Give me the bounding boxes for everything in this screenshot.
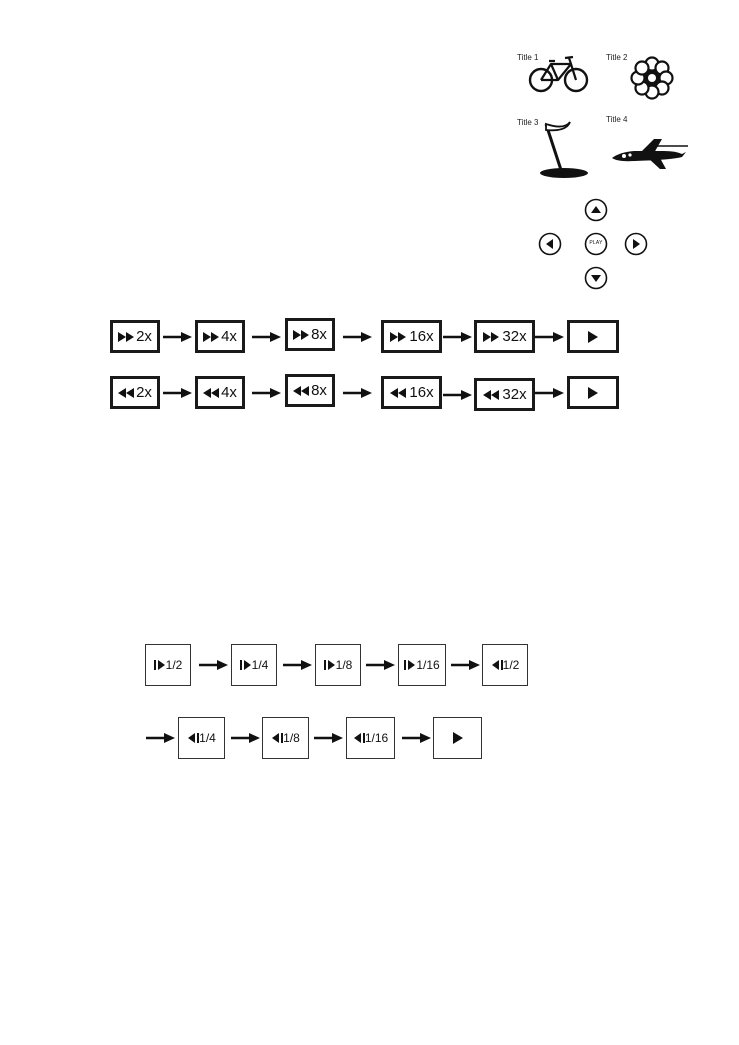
ff-speed-label: 8x [311, 326, 327, 343]
play-button-label: PLAY [584, 240, 608, 246]
fr-2x-box: 2x [110, 376, 160, 409]
slow-rev-1-8-box: 1/8 [262, 717, 309, 759]
slow-speed-label: 1/8 [336, 658, 353, 672]
slow-forward-icon [240, 659, 252, 671]
ff-speed-label: 32x [502, 328, 526, 345]
slow-play-box [433, 717, 482, 759]
ff-32x-box: 32x [474, 320, 535, 353]
arrow-right-icon [343, 331, 373, 343]
ff-8x-box: 8x [285, 318, 335, 351]
arrow-right-icon [314, 732, 344, 744]
flag-icon [536, 118, 592, 180]
slow-fwd-1-2-box: 1/2 [145, 644, 191, 686]
slow-fwd-1-4-box: 1/4 [231, 644, 277, 686]
slow-forward-icon [324, 659, 336, 671]
slow-rev-1-2-box: 1/2 [482, 644, 528, 686]
right-button[interactable] [624, 232, 648, 256]
slow-forward-icon [154, 659, 166, 671]
fr-speed-label: 4x [221, 384, 237, 401]
fr-speed-label: 8x [311, 382, 327, 399]
fr-speed-label: 16x [409, 384, 433, 401]
slow-reverse-icon [187, 732, 199, 744]
play-icon [452, 732, 464, 744]
ff-play-box [567, 320, 619, 353]
left-button[interactable] [538, 232, 562, 256]
fast-reverse-icon [118, 388, 136, 398]
slow-fwd-1-16-box: 1/16 [398, 644, 446, 686]
play-icon [587, 331, 599, 343]
arrow-right-icon [163, 331, 193, 343]
fr-32x-box: 32x [474, 378, 535, 411]
arrow-right-icon [163, 387, 193, 399]
arrow-right-icon [443, 389, 473, 401]
fast-reverse-icon [293, 386, 311, 396]
arrow-right-icon [252, 387, 282, 399]
title-2-label: Title 2 [606, 53, 628, 62]
airplane-icon [610, 138, 688, 170]
arrow-right-icon [535, 387, 565, 399]
arrow-right-icon [146, 732, 176, 744]
ff-speed-label: 4x [221, 328, 237, 345]
play-icon [587, 387, 599, 399]
arrow-right-icon [252, 331, 282, 343]
arrow-right-icon [231, 732, 261, 744]
fast-forward-icon [203, 332, 221, 342]
up-button[interactable] [584, 198, 608, 222]
fr-play-box [567, 376, 619, 409]
fr-8x-box: 8x [285, 374, 335, 407]
ff-speed-label: 16x [409, 328, 433, 345]
bicycle-icon [527, 52, 591, 94]
slow-rev-1-16-box: 1/16 [346, 717, 395, 759]
arrow-right-icon [366, 659, 396, 671]
fr-4x-box: 4x [195, 376, 245, 409]
fast-reverse-icon [389, 388, 409, 398]
fr-speed-label: 32x [502, 386, 526, 403]
arrow-right-icon [451, 659, 481, 671]
slow-speed-label: 1/4 [252, 658, 269, 672]
slow-reverse-icon [271, 732, 283, 744]
slow-reverse-icon [491, 659, 503, 671]
fr-16x-box: 16x [381, 376, 442, 409]
slow-speed-label: 1/2 [166, 658, 183, 672]
slow-speed-label: 1/2 [503, 658, 520, 672]
ff-16x-box: 16x [381, 320, 442, 353]
fast-forward-icon [293, 330, 311, 340]
fast-forward-icon [389, 332, 409, 342]
arrow-right-icon [199, 659, 229, 671]
arrow-right-icon [443, 331, 473, 343]
slow-speed-label: 1/16 [416, 658, 439, 672]
slow-speed-label: 1/8 [283, 731, 300, 745]
fast-reverse-icon [203, 388, 221, 398]
slow-reverse-icon [353, 732, 365, 744]
ff-4x-box: 4x [195, 320, 245, 353]
fast-forward-icon [482, 332, 502, 342]
slow-rev-1-4-box: 1/4 [178, 717, 225, 759]
slow-speed-label: 1/4 [199, 731, 216, 745]
slow-speed-label: 1/16 [365, 731, 388, 745]
ff-2x-box: 2x [110, 320, 160, 353]
fr-speed-label: 2x [136, 384, 152, 401]
flower-icon [630, 56, 674, 100]
fast-reverse-icon [482, 390, 502, 400]
title-4-label: Title 4 [606, 115, 628, 124]
slow-forward-icon [404, 659, 416, 671]
arrow-right-icon [283, 659, 313, 671]
arrow-right-icon [402, 732, 432, 744]
slow-fwd-1-8-box: 1/8 [315, 644, 361, 686]
down-button[interactable] [584, 266, 608, 290]
arrow-right-icon [343, 387, 373, 399]
play-button[interactable]: PLAY [584, 232, 608, 256]
fast-forward-icon [118, 332, 136, 342]
ff-speed-label: 2x [136, 328, 152, 345]
arrow-right-icon [535, 331, 565, 343]
